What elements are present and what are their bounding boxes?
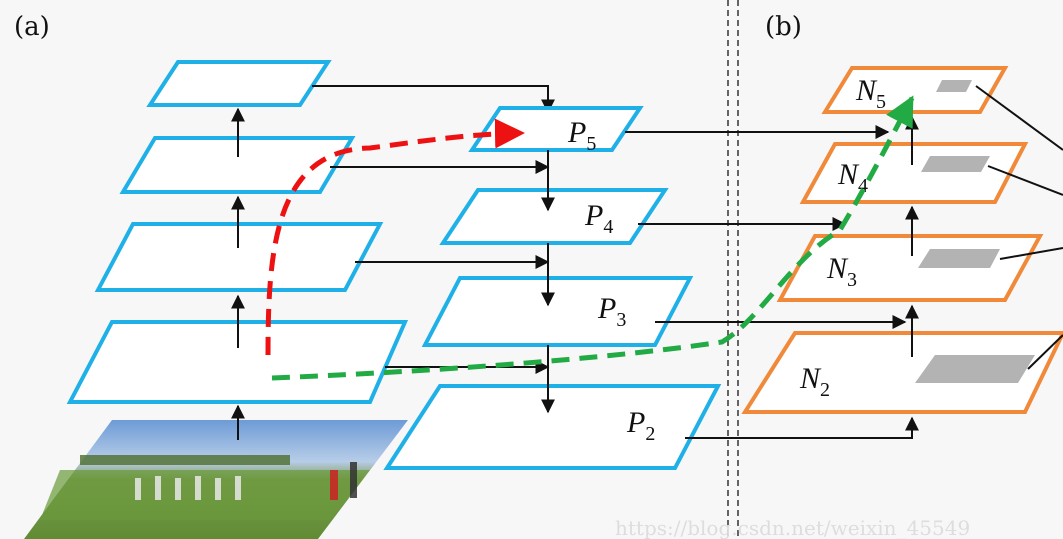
- backbone-layer-c5: [146, 60, 332, 107]
- pan-label-n5: N5: [855, 74, 886, 113]
- roi-output-lines: [975, 85, 1063, 370]
- pan-layer-n5: [821, 66, 1009, 114]
- fpn-layer-p2: [383, 384, 722, 470]
- roi-patches: [915, 80, 1035, 383]
- backbone-layer-c2: [66, 320, 409, 404]
- green-path: [271, 95, 915, 381]
- pan-layer-n2: [741, 331, 1063, 414]
- roi-n5: [936, 80, 972, 92]
- fpn-layer-p3: [421, 276, 694, 347]
- fpn-layer-p4: [439, 188, 669, 245]
- roi-n2: [915, 355, 1035, 383]
- pan-label-n3: N3: [826, 252, 857, 291]
- fpn-labels: P5 P4 P3 P2: [567, 116, 655, 445]
- panel-a-label: (a): [14, 12, 50, 42]
- fpn-to-pan-connections: [625, 125, 919, 439]
- fpn-label-p5: P5: [567, 116, 596, 155]
- backbone-layer-c3: [94, 222, 384, 292]
- panel-separator: [727, 0, 739, 539]
- roi-n3: [918, 249, 1000, 268]
- backbone-stack: [66, 60, 409, 404]
- fpn-label-p4: P4: [584, 199, 613, 238]
- pan-label-n2: N2: [799, 362, 830, 401]
- pan-labels: N5 N4 N3 N2: [799, 74, 886, 401]
- pan-layer-n4: [799, 142, 1029, 204]
- watermark-text: https://blog.csdn.net/weixin_45549: [615, 516, 970, 539]
- roi-n4: [921, 156, 990, 172]
- pan-label-n4: N4: [837, 158, 868, 197]
- fpn-layer-p5: [468, 106, 644, 152]
- backbone-layer-c4: [119, 136, 356, 194]
- fpn-label-p2: P2: [626, 406, 655, 445]
- input-image: [24, 420, 408, 539]
- red-path: [265, 118, 525, 356]
- lateral-connections: [312, 85, 555, 374]
- fpn-label-p3: P3: [597, 292, 626, 331]
- panel-b-label: (b): [765, 12, 802, 42]
- fpn-stack: [383, 106, 722, 470]
